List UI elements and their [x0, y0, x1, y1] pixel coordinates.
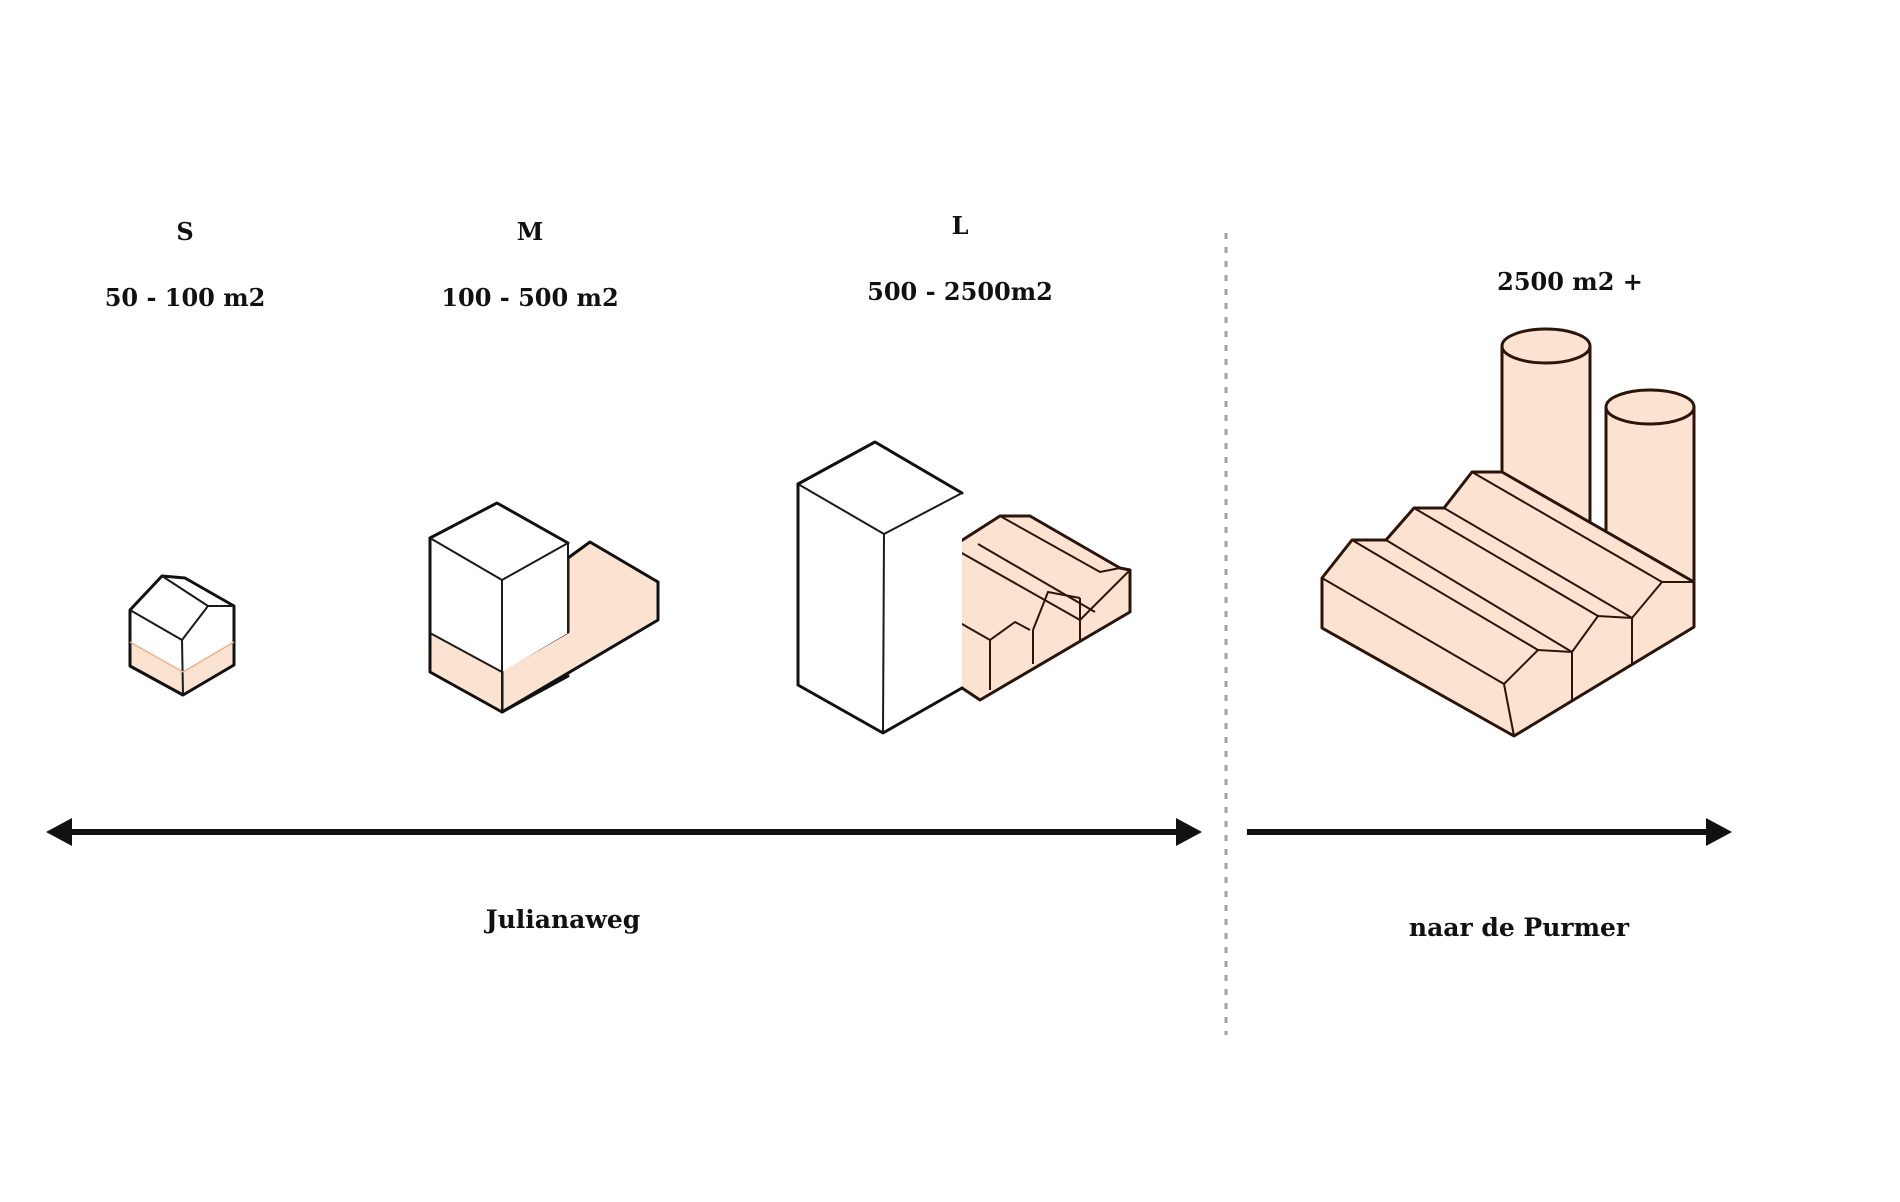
size-label-m: M	[517, 217, 544, 246]
building-extra-large	[1320, 327, 1696, 738]
sawtooth-hall	[1320, 470, 1696, 738]
arrow-right-axis	[1247, 818, 1732, 846]
arrow-head-left-icon	[46, 818, 72, 846]
axis-label-purmer: naar de Purmer	[1409, 913, 1630, 942]
building-large	[796, 440, 1132, 735]
size-label-l: L	[952, 211, 969, 240]
arrow-head-right-icon	[1176, 818, 1202, 846]
arrow-head-right-2-icon	[1706, 818, 1732, 846]
size-label-s: S	[176, 217, 193, 246]
area-label-xl: 2500 m2 +	[1497, 267, 1643, 296]
axis-label-julianaweg: Julianaweg	[484, 905, 640, 934]
area-label-l: 500 - 2500m2	[867, 277, 1053, 306]
building-small-house	[128, 574, 236, 697]
double-arrow-left-axis	[46, 818, 1202, 846]
area-label-s: 50 - 100 m2	[105, 283, 266, 312]
area-label-m: 100 - 500 m2	[441, 283, 618, 312]
building-medium	[428, 501, 660, 714]
